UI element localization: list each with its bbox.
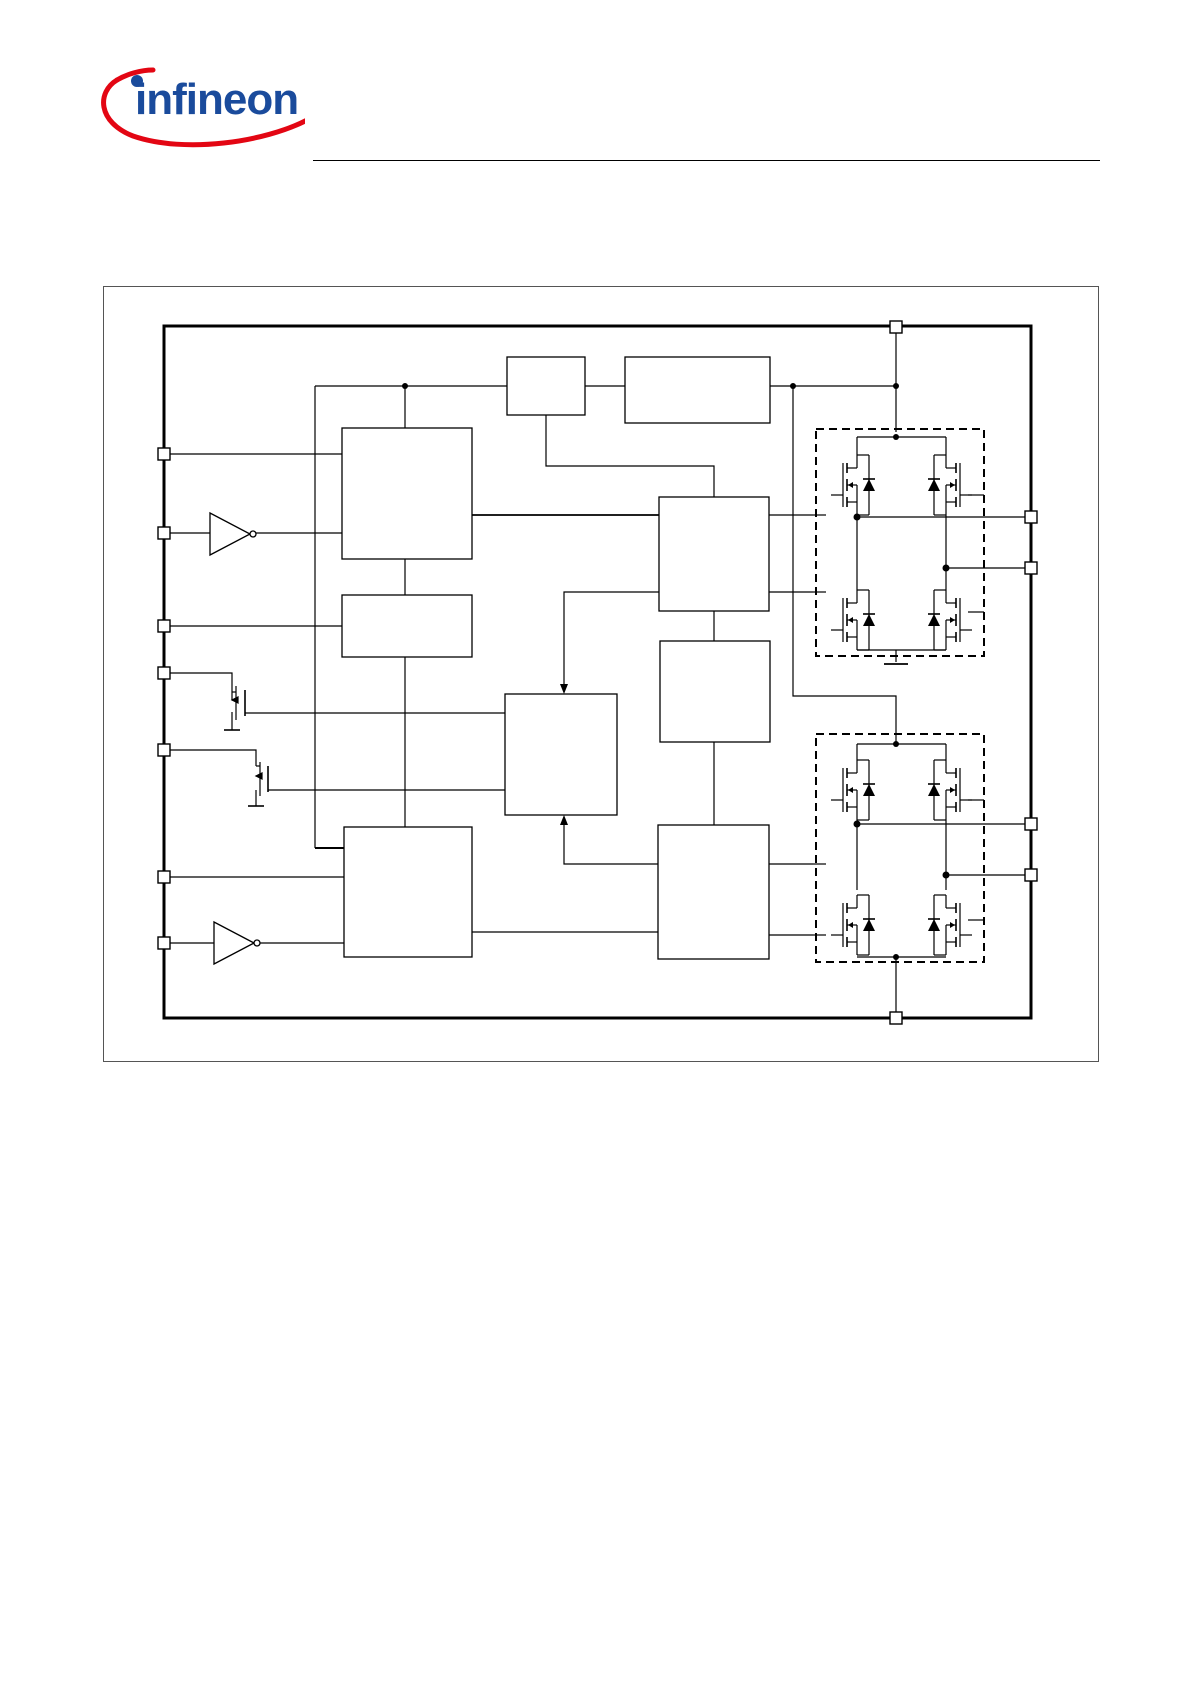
- header-divider: [313, 160, 1100, 161]
- brand-dot-icon: [131, 75, 143, 87]
- block-center: [504, 693, 618, 816]
- block-lower-left: [343, 826, 473, 958]
- power-mosfet-icon: [928, 590, 972, 650]
- block-middle-right: [659, 640, 771, 743]
- block-top-wide: [624, 356, 771, 424]
- h-bridge-upper: [813, 428, 1031, 665]
- block-top-small: [506, 356, 586, 416]
- nmos-transistor-icon: [248, 762, 269, 807]
- block-lower-logic: [657, 824, 770, 960]
- power-mosfet-icon: [830, 589, 876, 651]
- h-bridge-lower: [813, 733, 1031, 963]
- brand-logo: infineon: [95, 62, 310, 162]
- block-upper-left: [341, 427, 473, 560]
- nmos-transistor-icon: [224, 686, 246, 731]
- brand-swoosh-icon: [101, 67, 310, 148]
- block-upper-logic: [658, 496, 770, 612]
- power-mosfet-icon: [928, 760, 972, 820]
- inverter-icon: [213, 920, 261, 966]
- power-mosfet-icon: [928, 895, 972, 955]
- power-mosfet-icon: [830, 759, 876, 821]
- power-mosfet-icon: [830, 454, 876, 516]
- power-mosfet-icon: [928, 455, 972, 515]
- power-mosfet-icon: [830, 894, 876, 956]
- figure-frame: [103, 286, 1099, 1062]
- inverter-icon: [209, 511, 257, 557]
- pin-pad-icon: [157, 320, 1038, 1025]
- brand-name: infineon: [135, 75, 299, 124]
- block-middle-left: [341, 594, 473, 658]
